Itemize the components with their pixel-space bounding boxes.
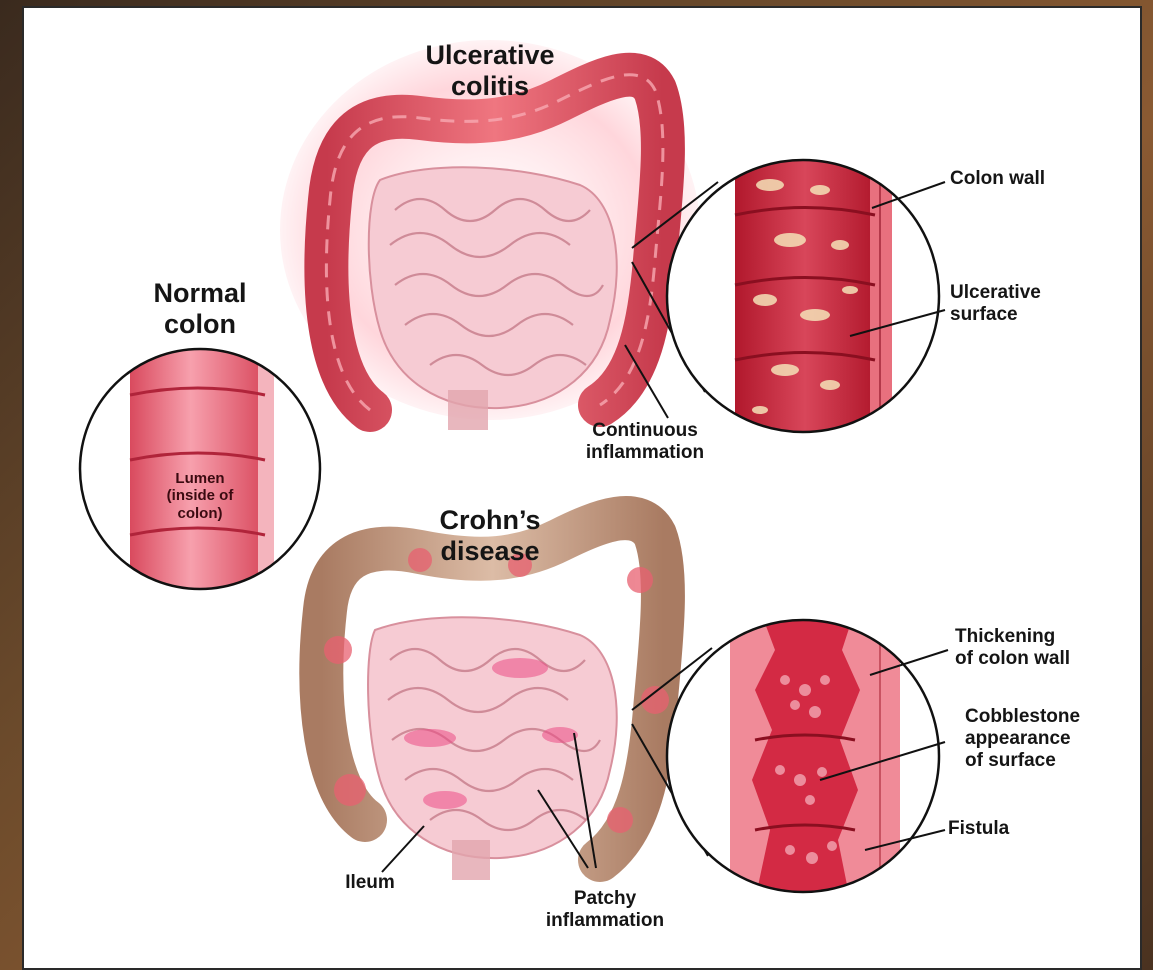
- patchy-inflammation-label: Patchy inflammation: [520, 888, 690, 932]
- crohns-inset-magnifier: [667, 610, 948, 910]
- normal-colon-title: Normal colon: [110, 278, 290, 341]
- crohns-title: Crohn’s disease: [380, 505, 600, 568]
- colon-wall-label: Colon wall: [950, 168, 1045, 190]
- ileum-label: Ileum: [330, 872, 410, 894]
- uc-inset-magnifier: [667, 150, 945, 450]
- continuous-inflammation-label: Continuous inflammation: [560, 420, 730, 464]
- fistula-label: Fistula: [948, 818, 1009, 840]
- crohns-colon-illustration: [321, 518, 669, 880]
- lumen-label: Lumen (inside of colon): [140, 470, 260, 522]
- cobblestone-label: Cobblestone appearance of surface: [965, 706, 1080, 772]
- ulcerative-surface-label: Ulcerative surface: [950, 282, 1041, 326]
- uc-title: Ulcerative colitis: [380, 40, 600, 103]
- thickening-label: Thickening of colon wall: [955, 626, 1070, 670]
